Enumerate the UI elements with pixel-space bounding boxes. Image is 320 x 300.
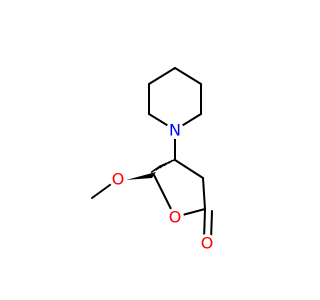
piperidine-ring [148,67,202,131]
methoxy-oxygen-label: O [112,170,125,189]
bond-o-methyl [91,181,115,199]
carbonyl-oxygen-label: O [201,234,214,253]
nitrogen-atom: N [166,121,184,140]
ring-oxygen-label: O [169,208,182,227]
bold-wedge-bond [126,172,156,180]
carbonyl-oxygen-atom: O [198,234,216,253]
ring-oxygen-atom: O [166,208,184,227]
bond-c4-c3 [174,159,204,179]
methoxy-oxygen-atom: O [109,170,127,189]
bond-c4-c5 [174,67,202,85]
nitrogen-label: N [169,121,181,140]
bond-c3-c4 [148,67,176,85]
molecule-diagram: N O O O [91,67,216,253]
hashed-wedge-bond [150,158,176,174]
bond-c3-c2 [202,177,206,210]
